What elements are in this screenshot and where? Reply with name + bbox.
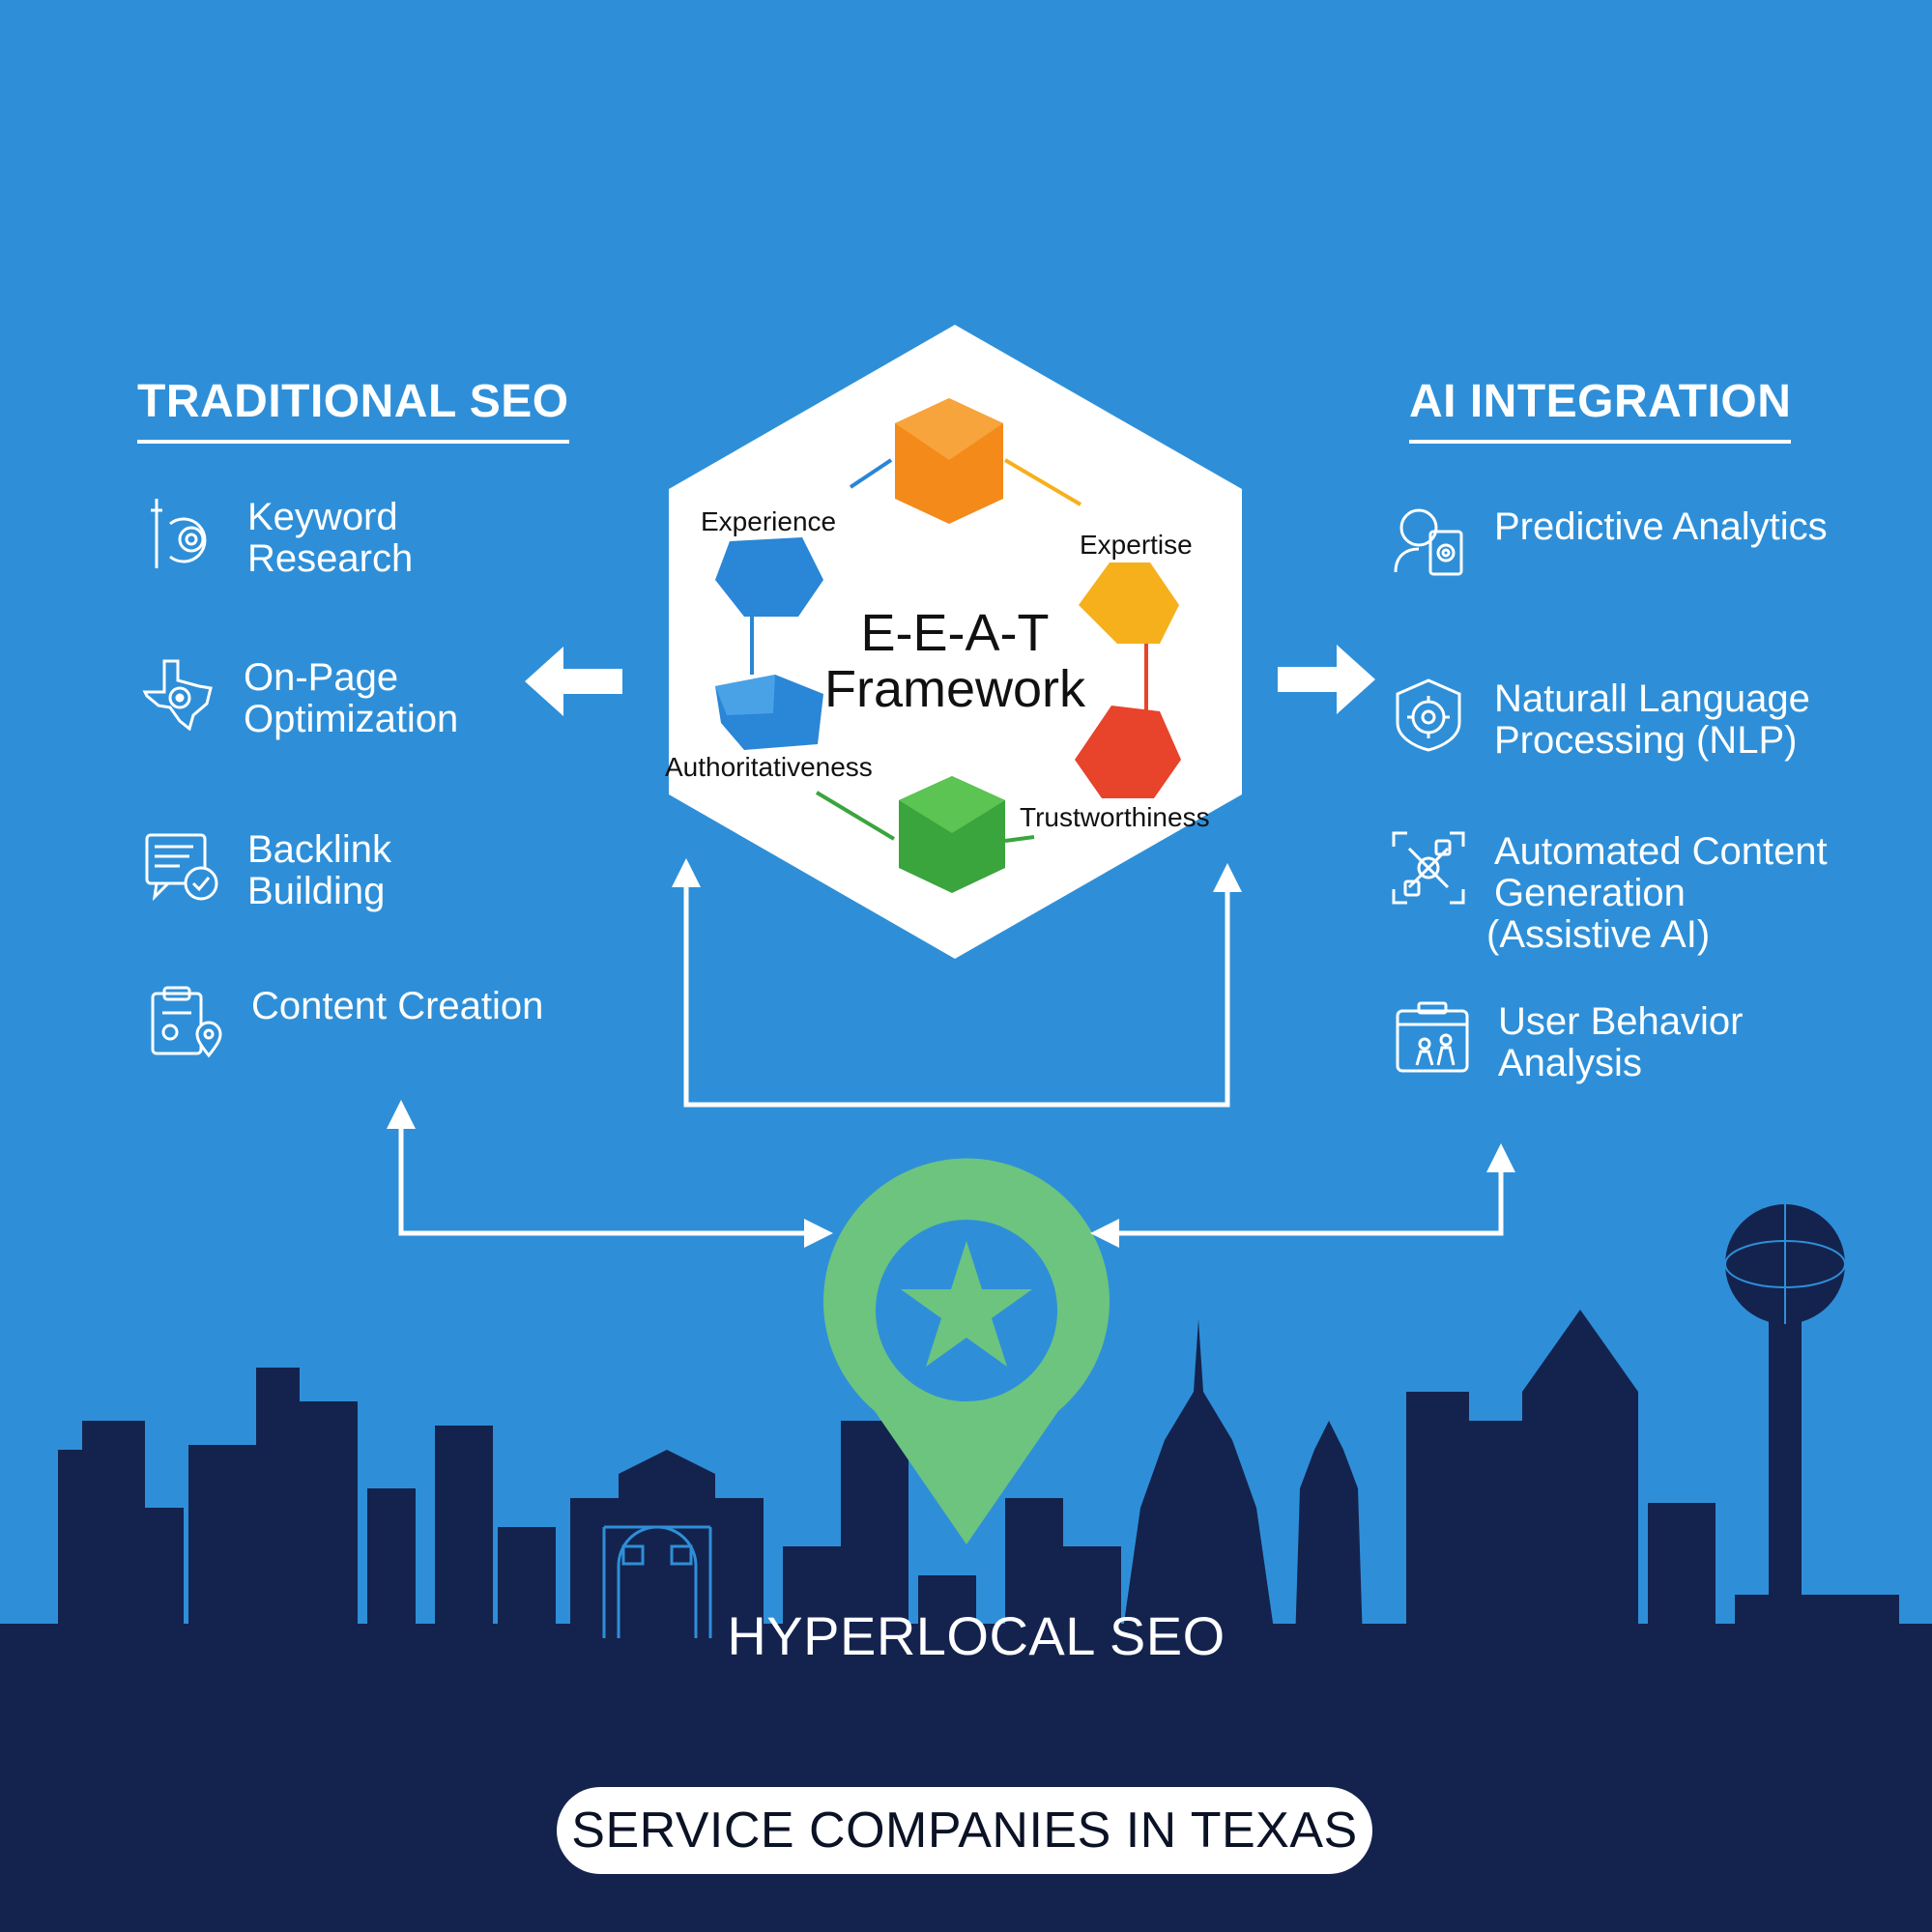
automated-content-line2: Generation [1494, 872, 1686, 914]
keyword-research-line1: Keyword [247, 496, 398, 538]
hyperlocal-seo-title: HYPERLOCAL SEO [727, 1605, 1226, 1666]
user-behavior-line2: Analysis [1498, 1042, 1642, 1084]
predictive-analytics-item: Predictive Analytics [1392, 506, 1828, 580]
keyword-research-line2: Research [247, 537, 414, 580]
predictive-analytics-icon [1392, 506, 1465, 580]
eeat-title-line2: Framework [823, 660, 1086, 718]
service-companies-badge: SERVICE COMPANIES IN TEXAS [557, 1787, 1372, 1874]
on-page-optimization-item: On-Page Optimization [141, 657, 458, 740]
expertise-label: Expertise [1080, 530, 1193, 560]
backlink-document-icon [145, 829, 218, 903]
content-creation-line1: Content Creation [251, 985, 544, 1027]
trustworthiness-label: Trustworthiness [1020, 802, 1210, 832]
alamo-outline [602, 1525, 712, 1638]
keyword-research-icon [145, 497, 218, 570]
reunion-tower-ball [1724, 1204, 1846, 1324]
on-page-line1: On-Page [244, 656, 399, 699]
backlink-line1: Backlink [247, 828, 391, 871]
automated-content-line3: (Assistive AI) [1486, 913, 1711, 956]
user-behavior-item: User Behavior Analysis [1396, 1001, 1743, 1084]
nlp-gear-icon [1392, 678, 1465, 752]
on-page-line2: Optimization [244, 698, 459, 740]
texas-skyline [0, 1256, 1932, 1932]
nlp-line1: Naturall Language [1494, 678, 1810, 720]
connector-arrows [525, 645, 1375, 716]
location-pin-icon [822, 1158, 1110, 1544]
connector-lines [387, 858, 1515, 1248]
backlink-building-item: Backlink Building [145, 829, 391, 912]
content-creation-item: Content Creation [149, 986, 543, 1059]
eeat-cycle-arrows [750, 458, 1148, 843]
ai-integration-title: AI INTEGRATION [1409, 375, 1792, 444]
predictive-analytics-line1: Predictive Analytics [1494, 505, 1828, 548]
content-clipboard-icon [149, 986, 222, 1059]
backlink-line2: Building [247, 870, 386, 912]
service-companies-text: SERVICE COMPANIES IN TEXAS [571, 1802, 1358, 1859]
user-behavior-line1: User Behavior [1498, 1000, 1744, 1043]
experience-label: Experience [701, 506, 837, 536]
user-behavior-icon [1396, 1001, 1469, 1075]
automation-icon [1392, 831, 1465, 905]
eeat-gem-nodes [715, 398, 1181, 893]
eeat-title-line1: E-E-A-T [860, 604, 1050, 662]
texas-map-icon [141, 657, 215, 731]
authoritativeness-label: Authoritativeness [665, 752, 873, 782]
nlp-line2: Processing (NLP) [1494, 719, 1798, 762]
traditional-seo-title: TRADITIONAL SEO [137, 375, 569, 444]
automated-content-item: Automated Content Generation (Assistive … [1392, 831, 1828, 956]
nlp-item: Naturall Language Processing (NLP) [1392, 678, 1810, 762]
keyword-research-item: Keyword Research [145, 497, 413, 580]
automated-content-line1: Automated Content [1494, 830, 1828, 873]
eeat-hexagon [669, 325, 1242, 959]
eeat-framework-title: E-E-A-T Framework [810, 605, 1100, 717]
